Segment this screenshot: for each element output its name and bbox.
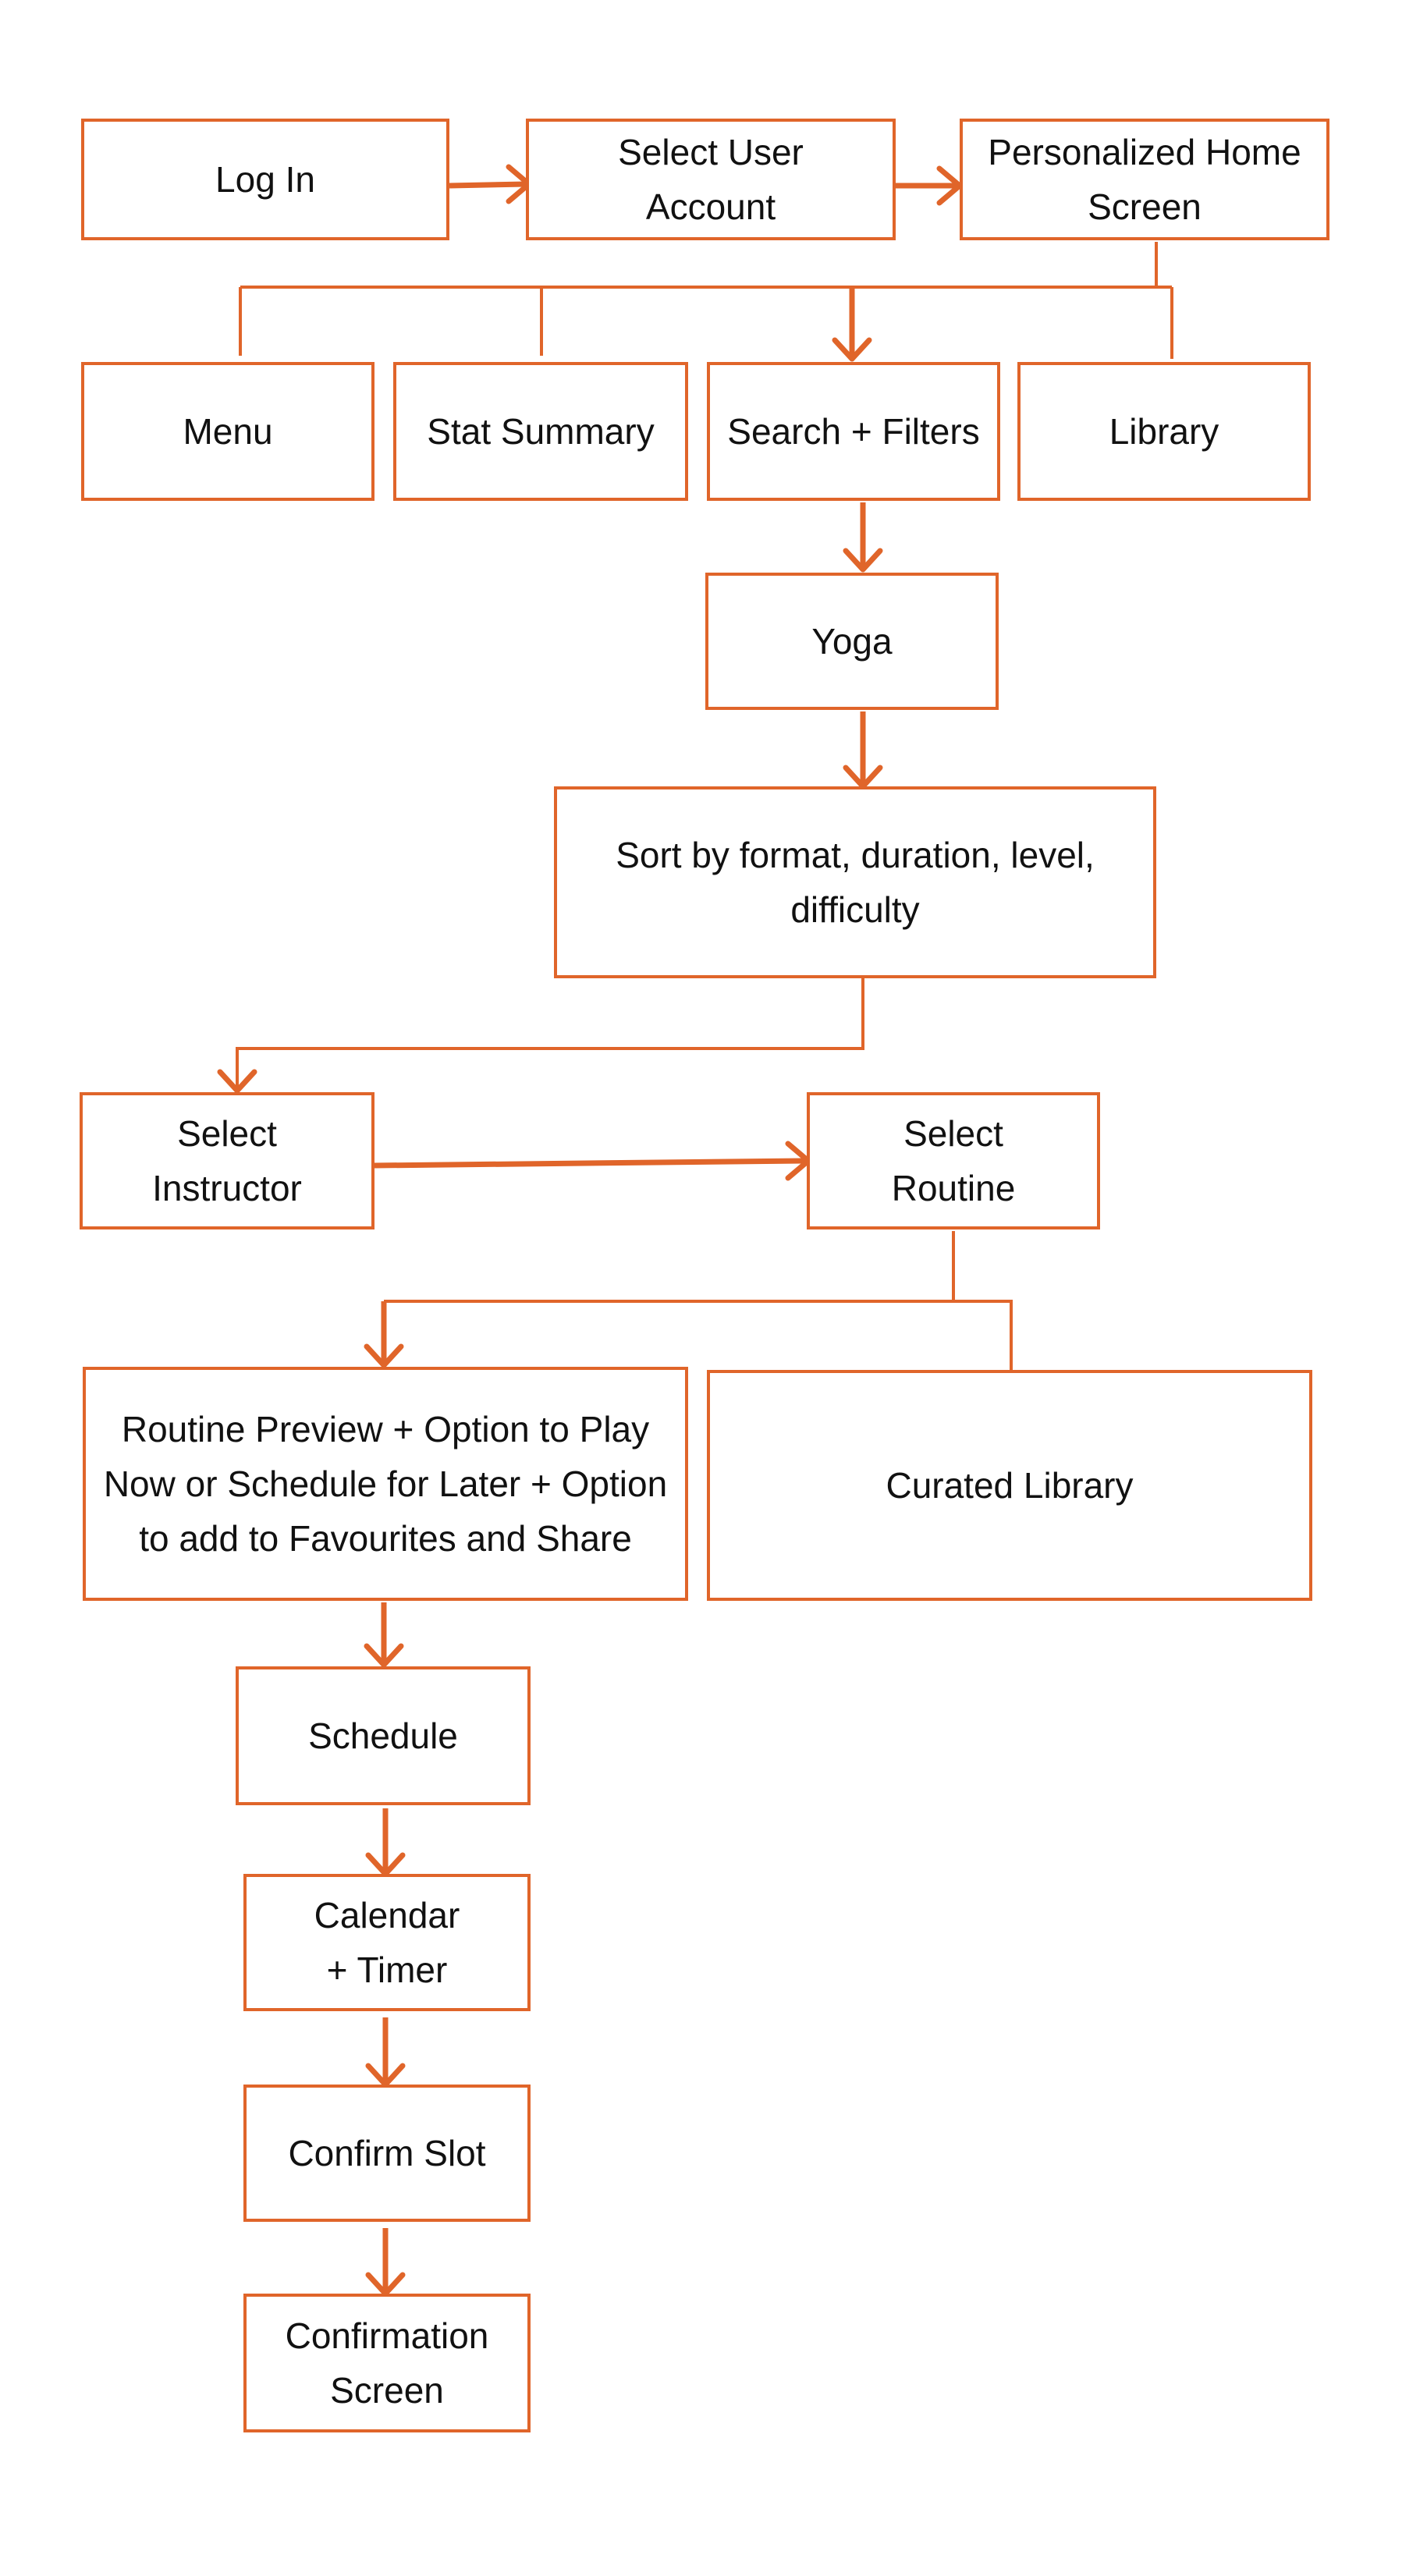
connector-login-to-select-user: [449, 181, 527, 189]
node-log-in: Log In: [81, 119, 449, 240]
node-calendar-timer-label: Calendar + Timer: [314, 1895, 460, 1990]
node-menu-label: Menu: [183, 411, 273, 452]
node-select-user-account-label: Select User Account: [618, 132, 804, 227]
node-select-routine: Select Routine: [807, 1092, 1100, 1229]
node-confirm-slot: Confirm Slot: [243, 2085, 531, 2222]
node-select-routine-label: Select Routine: [891, 1113, 1016, 1208]
node-select-user-account: Select User Account: [526, 119, 896, 240]
node-search-filters: Search + Filters: [707, 362, 1000, 501]
node-personalized-home-screen: Personalized Home Screen: [960, 119, 1329, 240]
node-library: Library: [1017, 362, 1311, 501]
arrowhead-preview: [364, 1343, 404, 1368]
node-curated-library: Curated Library: [707, 1370, 1312, 1601]
node-stat-summary-label: Stat Summary: [427, 411, 655, 452]
arrowhead-schedule: [364, 1643, 404, 1668]
node-select-instructor-label: Select Instructor: [152, 1113, 302, 1208]
node-sort-label: Sort by format, duration, level, difficu…: [616, 835, 1095, 930]
node-menu: Menu: [81, 362, 374, 501]
connector-sort-to-instructor: [236, 978, 864, 1088]
node-select-instructor: Select Instructor: [80, 1092, 374, 1229]
node-routine-preview: Routine Preview + Option to Play Now or …: [83, 1367, 688, 1601]
node-schedule: Schedule: [236, 1666, 531, 1805]
node-log-in-label: Log In: [215, 159, 315, 200]
connector-instructor-to-routine: [374, 1158, 806, 1169]
node-schedule-label: Schedule: [308, 1716, 458, 1756]
node-calendar-timer: Calendar + Timer: [243, 1874, 531, 2011]
node-yoga-label: Yoga: [811, 621, 893, 662]
arrowhead-yoga: [843, 548, 883, 573]
node-confirmation-screen: Confirmation Screen: [243, 2294, 531, 2432]
node-curated-library-label: Curated Library: [886, 1465, 1134, 1506]
connector-routine-bus: [384, 1300, 1013, 1370]
node-confirmation-screen-label: Confirmation Screen: [285, 2315, 489, 2411]
node-library-label: Library: [1109, 411, 1219, 452]
node-personalized-home-screen-label: Personalized Home Screen: [988, 132, 1301, 227]
node-yoga: Yoga: [705, 573, 999, 710]
node-sort: Sort by format, duration, level, difficu…: [554, 786, 1156, 978]
node-confirm-slot-label: Confirm Slot: [288, 2133, 486, 2173]
node-search-filters-label: Search + Filters: [727, 411, 980, 452]
node-stat-summary: Stat Summary: [393, 362, 688, 501]
arrowhead-instructor: [217, 1069, 257, 1094]
arrowhead-search: [832, 337, 872, 362]
node-routine-preview-label: Routine Preview + Option to Play Now or …: [103, 1409, 668, 1559]
